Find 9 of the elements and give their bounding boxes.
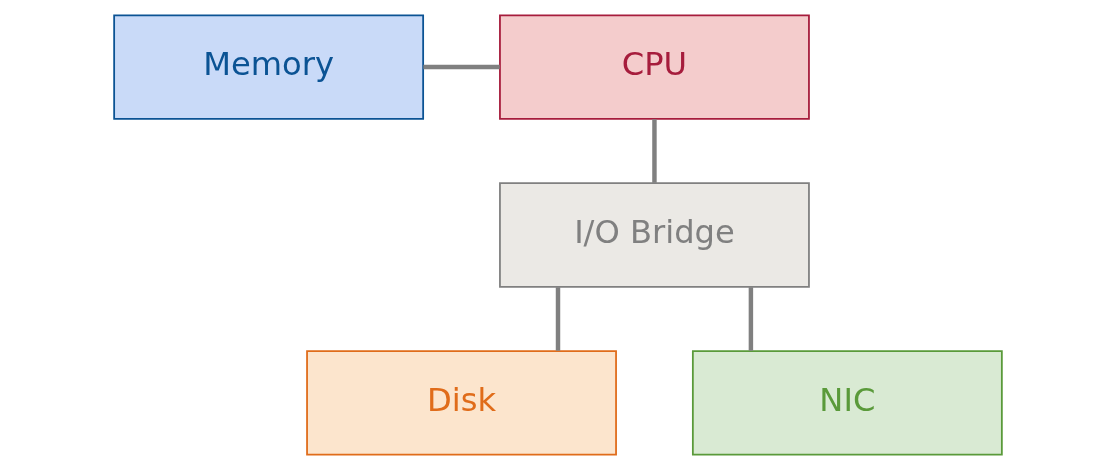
node-box: I/O Bridge [499, 182, 810, 288]
node-box: NIC [691, 350, 1003, 456]
node-box: Disk [306, 350, 617, 456]
node-box: CPU [499, 14, 810, 120]
node-box: Memory [113, 14, 425, 120]
connector [555, 287, 561, 351]
connector [652, 119, 657, 183]
connector [423, 64, 500, 70]
connector [748, 287, 754, 351]
